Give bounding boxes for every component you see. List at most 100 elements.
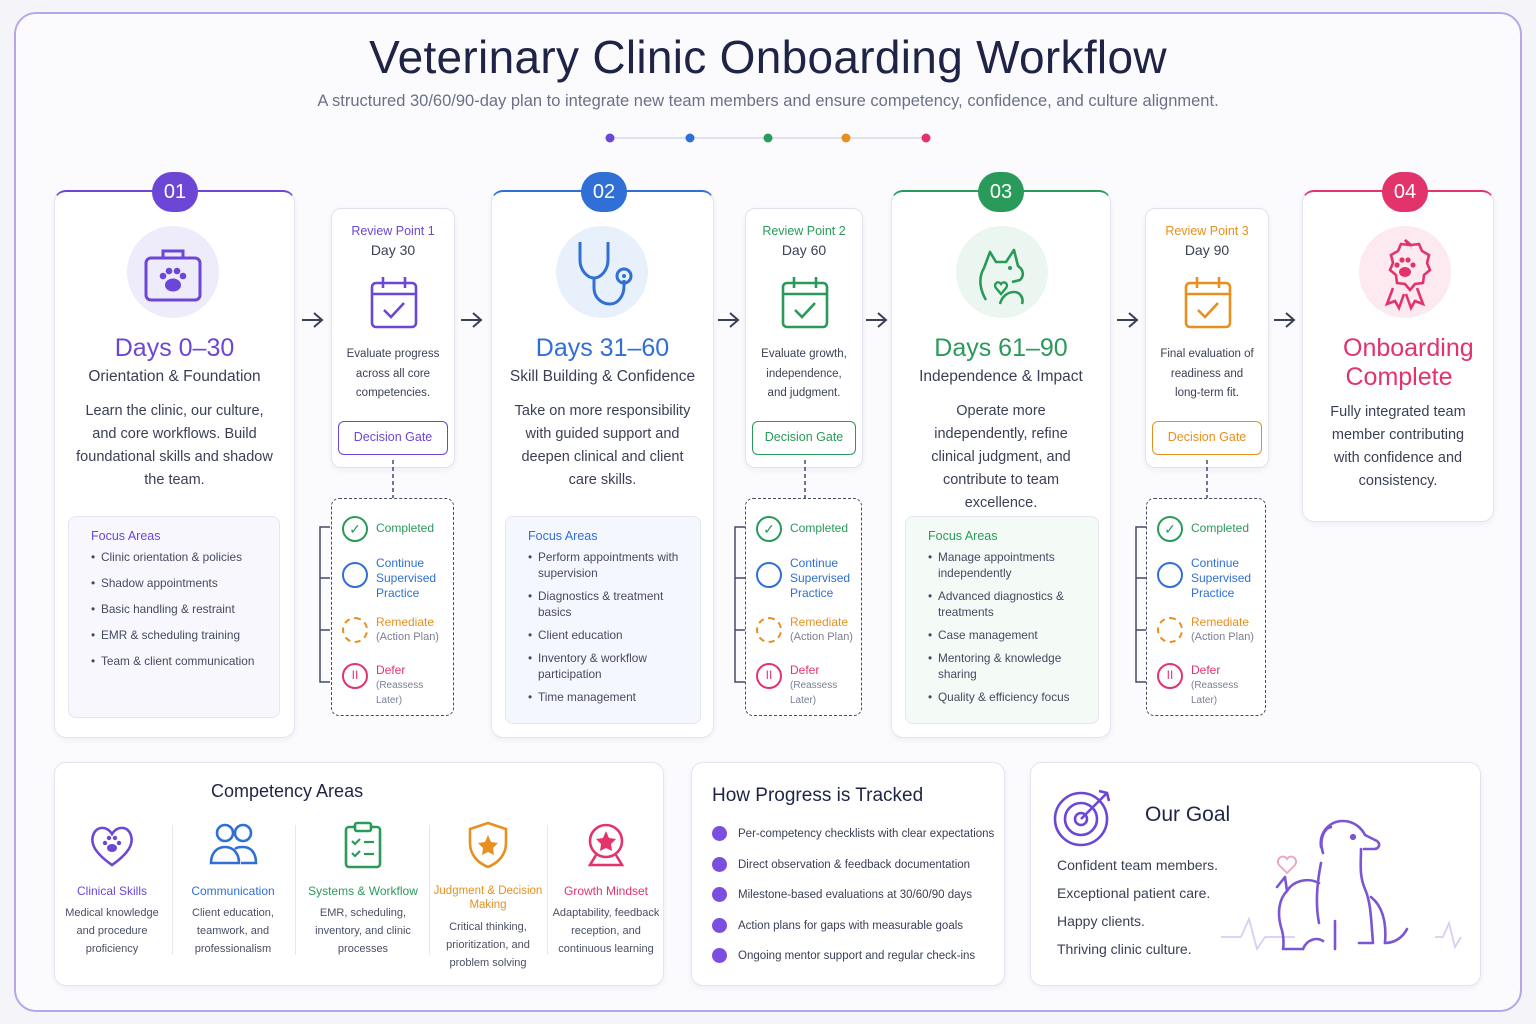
calendar-check-icon — [370, 277, 418, 329]
phase-2-badge: 02 — [581, 172, 627, 212]
review-point-3: Review Point 3 Day 90 Final evaluation o… — [1145, 208, 1269, 468]
phase-3-description: Operate more independently, refine clini… — [931, 403, 1071, 511]
option-text: Remediate(Action Plan) — [1191, 615, 1254, 645]
phase-card-3: Days 61–90 Independence & Impact Operate… — [891, 190, 1111, 738]
review-description: Evaluate progress across all core compet… — [346, 348, 440, 399]
arrow-right-icon — [302, 312, 324, 328]
competency-desc: Client education, teamwork, and professi… — [192, 907, 274, 955]
focus-item: Mentoring & knowledge sharing — [928, 650, 1084, 682]
dog-cat-illustration — [1221, 819, 1462, 952]
focus-item: Perform appointments with supervision — [528, 549, 686, 581]
phase-1-badge: 01 — [152, 172, 198, 212]
tracking-text: Milestone-based evaluations at 30/60/90 … — [738, 889, 972, 901]
option-label: Continue Supervised Practice — [1191, 556, 1252, 600]
option-label: Completed — [376, 521, 435, 535]
competency-growth-mindset: Growth Mindset Adaptability, feedback re… — [544, 819, 668, 958]
arrow-right-icon — [1117, 312, 1139, 328]
option-continue[interactable]: Continue Supervised Practice — [1157, 556, 1261, 606]
phase-1-title: Days 0–30 — [114, 334, 235, 362]
focus-item: Time management — [528, 689, 686, 705]
focus-item: Advanced diagnostics & treatments — [928, 588, 1084, 620]
review-description: Final evaluation of readiness and long-t… — [1160, 348, 1254, 399]
decision-options-2: ✓Completed Continue Supervised Practice … — [745, 498, 862, 716]
check-icon — [712, 887, 727, 902]
focus-item: Basic handling & restraint — [91, 601, 265, 617]
option-continue[interactable]: Continue Supervised Practice — [342, 556, 449, 606]
decision-options-3: ✓Completed Continue Supervised Practice … — [1146, 498, 1266, 716]
competency-name: Growth Mindset — [563, 884, 649, 898]
review-point-2: Review Point 2 Day 60 Evaluate growth, i… — [745, 208, 863, 468]
tracking-item: Per-competency checklists with clear exp… — [712, 826, 1002, 857]
star-medal-icon — [587, 823, 625, 867]
pause-icon: II — [1157, 663, 1183, 689]
phase-3-subtitle: Independence & Impact — [919, 368, 1083, 385]
tracking-text: Ongoing mentor support and regular check… — [738, 950, 976, 962]
competency-name: Judgment & Decision Making — [433, 885, 543, 911]
arrow-right-icon — [1274, 312, 1296, 328]
option-continue[interactable]: Continue Supervised Practice — [756, 556, 857, 606]
option-defer[interactable]: II Defer(Reassess Later) — [1157, 663, 1261, 707]
check-icon — [712, 917, 727, 933]
competency-desc: Critical thinking, prioritization, and p… — [446, 921, 530, 969]
focus-item: Quality & efficiency focus — [928, 689, 1084, 705]
check-icon — [712, 826, 727, 841]
target-icon — [1053, 789, 1111, 847]
option-label: Continue Supervised Practice — [376, 556, 437, 600]
divider — [172, 825, 173, 955]
option-text: Defer(Reassess Later) — [1191, 663, 1261, 708]
phase-4-description: Fully integrated team member contributin… — [1330, 404, 1466, 489]
option-text: Remediate(Action Plan) — [376, 615, 439, 645]
shield-star-icon — [468, 821, 508, 869]
focus-item: Clinic orientation & policies — [91, 549, 265, 565]
check-circle-icon: ✓ — [756, 516, 782, 542]
tracking-text: Action plans for gaps with measurable go… — [738, 919, 964, 932]
decision-gate-button[interactable]: Decision Gate — [1152, 421, 1262, 455]
competency-name: Systems & Workflow — [308, 884, 418, 898]
option-text: Defer(Reassess Later) — [790, 663, 857, 708]
phase-3-icon-circle — [956, 226, 1048, 318]
option-sub: (Action Plan) — [1191, 631, 1254, 643]
option-remediate[interactable]: Remediate(Action Plan) — [1157, 615, 1261, 661]
phase-4-title: Onboarding Complete — [1343, 334, 1474, 391]
option-completed[interactable]: ✓Completed — [342, 516, 449, 560]
focus-item: Inventory & workflow participation — [528, 650, 686, 682]
focus-item: Shadow appointments — [91, 575, 265, 591]
option-completed[interactable]: ✓Completed — [1157, 516, 1261, 560]
competency-areas-panel: Competency Areas Clinical Skills Medical… — [54, 762, 664, 986]
option-text: Remediate(Action Plan) — [790, 615, 853, 645]
check-icon — [712, 948, 727, 963]
divider — [429, 825, 430, 955]
paw-ribbon-icon — [1384, 239, 1432, 312]
person-icon — [342, 562, 368, 588]
divider — [547, 825, 548, 955]
review-point-1: Review Point 1 Day 30 Evaluate progress … — [331, 208, 455, 468]
paw-briefcase-icon — [144, 249, 202, 302]
phase-2-icon-circle — [556, 226, 648, 318]
person-icon — [1157, 562, 1183, 588]
phase-card-2: Days 31–60 Skill Building & Confidence T… — [491, 190, 714, 738]
phase-3-badge: 03 — [978, 172, 1024, 212]
review-day: Day 60 — [781, 242, 827, 258]
refresh-icon — [1157, 617, 1183, 643]
our-goal-panel: Our Goal Confident team members. Excepti… — [1030, 762, 1481, 986]
decision-gate-button[interactable]: Decision Gate — [752, 421, 856, 455]
phase-2-subtitle: Skill Building & Confidence — [509, 368, 696, 385]
focus-areas-title: Focus Areas — [528, 529, 598, 543]
review-day: Day 90 — [1184, 242, 1230, 258]
option-text: Defer(Reassess Later) — [376, 663, 449, 708]
arrow-right-icon — [718, 312, 740, 328]
focus-areas-title: Focus Areas — [928, 529, 998, 543]
option-remediate[interactable]: Remediate(Action Plan) — [342, 615, 449, 661]
arrow-right-icon — [866, 312, 888, 328]
review-label: Review Point 2 — [762, 224, 846, 238]
option-label: Defer — [790, 663, 820, 677]
phase-4-badge: 04 — [1382, 172, 1428, 212]
competency-desc: EMR, scheduling, inventory, and clinic p… — [315, 907, 411, 955]
phase-4-icon-circle — [1359, 226, 1451, 318]
decision-gate-button[interactable]: Decision Gate — [338, 421, 448, 455]
option-remediate[interactable]: Remediate(Action Plan) — [756, 615, 857, 661]
option-completed[interactable]: ✓Completed — [756, 516, 857, 560]
goal-line: Confident team members. — [1057, 857, 1219, 873]
